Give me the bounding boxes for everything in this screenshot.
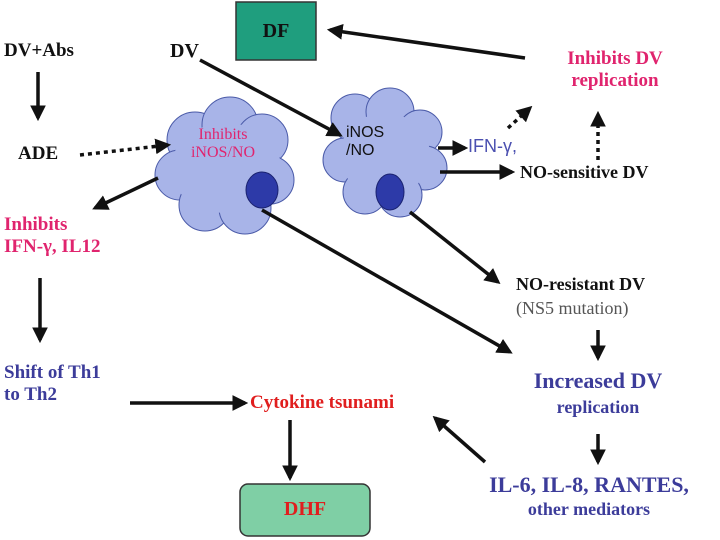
- arrow-mediators-cytokine: [432, 415, 487, 464]
- arrow-cloudleft-increased: [261, 208, 513, 354]
- no-sensitive-label: NO-sensitive DV: [520, 162, 649, 182]
- arrow-inhibrep-df: [326, 23, 526, 60]
- increased-dv-label: Increased DV replication: [508, 368, 688, 418]
- shift-th-label: Shift of Th1 to Th2: [4, 362, 101, 406]
- increased-dv-line-2: replication: [556, 397, 640, 418]
- df-label: DF: [262, 20, 290, 42]
- shift-th-line-2: to Th2: [4, 383, 57, 405]
- cloud-left-line-2: iNOS/NO: [190, 144, 255, 162]
- ns5-mutation-label: (NS5 mutation): [516, 298, 629, 318]
- cloud-left-label: Inhibits iNOS/NO: [178, 126, 268, 163]
- mediators-line-1: IL-6, IL-8, RANTES,: [489, 472, 689, 497]
- dv-abs-label: DV+Abs: [4, 40, 74, 61]
- inhibits-dv-line-2: replication: [571, 69, 659, 91]
- arrow-dv-cloudright: [199, 58, 343, 137]
- ade-label: ADE: [18, 143, 59, 164]
- cloud-left-dot: [245, 171, 279, 209]
- no-resistant-label: NO-resistant DV: [516, 274, 646, 294]
- increased-dv-line-1: Increased DV: [533, 368, 663, 393]
- inhibits-dv-replication: Inhibits DV replication: [530, 48, 700, 92]
- inhibits-ifn-label: Inhibits IFN-γ, IL12: [4, 214, 101, 258]
- inhibits-ifn-line-2: IFN-γ, IL12: [4, 235, 101, 257]
- shift-th-line-1: Shift of Th1: [4, 362, 101, 383]
- cloud-left: [154, 96, 295, 235]
- arrow-cloudright-noresist: [408, 210, 501, 284]
- df-box: [235, 1, 317, 61]
- dv-label: DV: [170, 40, 199, 62]
- inhibits-ifn-line-1: Inhibits: [4, 214, 68, 235]
- arrow-cloudleft-inhibifn: [92, 176, 159, 210]
- dhf-box: [239, 483, 371, 537]
- cloud-right-line-2: /NO: [346, 142, 375, 160]
- dhf-label: DHF: [283, 498, 327, 520]
- cloud-right-label: iNOS /NO: [346, 124, 384, 161]
- arrow-ifn-inhibrep: [506, 105, 533, 130]
- cloud-right-dot: [375, 173, 405, 211]
- cloud-left-line-1: Inhibits: [198, 126, 248, 143]
- ifn-gamma-label: IFN-γ,: [468, 136, 517, 156]
- cloud-right-line-1: iNOS: [346, 124, 385, 141]
- mediators-line-2: other mediators: [527, 499, 651, 520]
- arrow-ade-cloudleft: [79, 138, 172, 157]
- cloud-right: [322, 87, 448, 218]
- inhibits-dv-line-1: Inhibits DV: [567, 48, 663, 69]
- mediators-label: IL-6, IL-8, RANTES, other mediators: [458, 472, 720, 520]
- cytokine-tsunami-label: Cytokine tsunami: [250, 392, 395, 413]
